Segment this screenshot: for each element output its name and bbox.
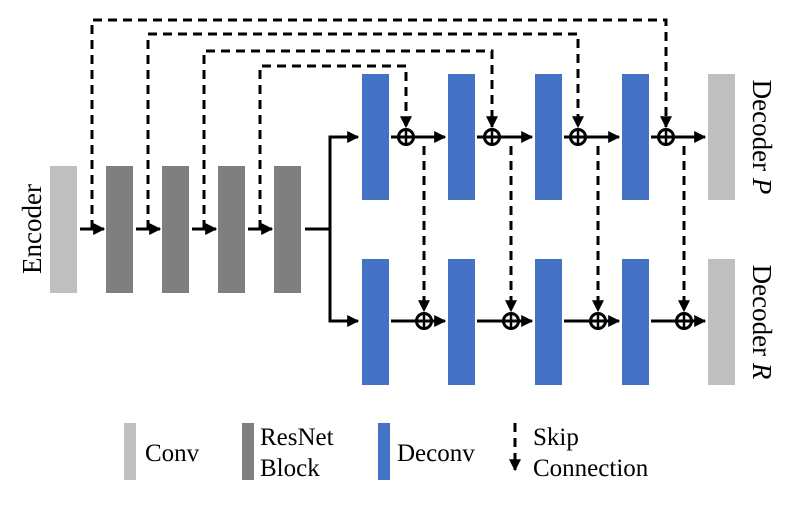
decoder-r-block-deconv	[622, 259, 649, 385]
decoder-r-label: Decoder R	[747, 265, 777, 380]
legend-skip-label-2: Connection	[533, 455, 649, 482]
legend-conv-label: Conv	[145, 440, 200, 467]
decoder-r-block-conv	[708, 259, 735, 385]
decoder-r-block-deconv	[535, 259, 562, 385]
decoder-p-block-conv	[708, 74, 735, 200]
legend-skip-label-1: Skip	[533, 424, 579, 451]
decoder-p-block-deconv	[535, 74, 562, 200]
encoder-label: Encoder	[17, 184, 47, 274]
decoder-p-block-deconv	[362, 74, 389, 200]
split-arrow-bottom	[328, 229, 360, 327]
decoder-r-block-deconv	[448, 259, 475, 385]
decoder-p-label: Decoder P	[747, 80, 777, 195]
legend-resnet-label-1: ResNet	[260, 424, 334, 451]
legend: Conv ResNet Block Deconv Skip Connection	[124, 423, 649, 482]
legend-resnet-swatch	[242, 423, 254, 480]
legend-deconv-label: Deconv	[397, 440, 475, 467]
encoder-block-conv	[50, 166, 77, 293]
sum-nodes	[397, 128, 693, 330]
skip-connection-encoder-to-p	[202, 49, 498, 229]
legend-resnet-label-2: Block	[260, 455, 320, 482]
decoder-p-block-deconv	[448, 74, 475, 200]
blocks	[50, 74, 735, 385]
decoder-r-block-deconv	[362, 259, 389, 385]
skip-connection-encoder-to-p	[146, 32, 584, 229]
legend-deconv-swatch	[378, 423, 390, 480]
decoder-p-block-deconv	[622, 74, 649, 200]
encoder-block-resnet	[162, 166, 189, 293]
split-arrow-top	[305, 131, 360, 231]
encoder-block-resnet	[106, 166, 133, 293]
encoder-block-resnet	[274, 166, 301, 293]
skip-connection-encoder-to-p	[90, 18, 672, 229]
skip-connections	[90, 18, 690, 313]
encoder-block-resnet	[218, 166, 245, 293]
skip-connection-encoder-to-p	[258, 64, 412, 229]
legend-conv-swatch	[124, 423, 136, 480]
